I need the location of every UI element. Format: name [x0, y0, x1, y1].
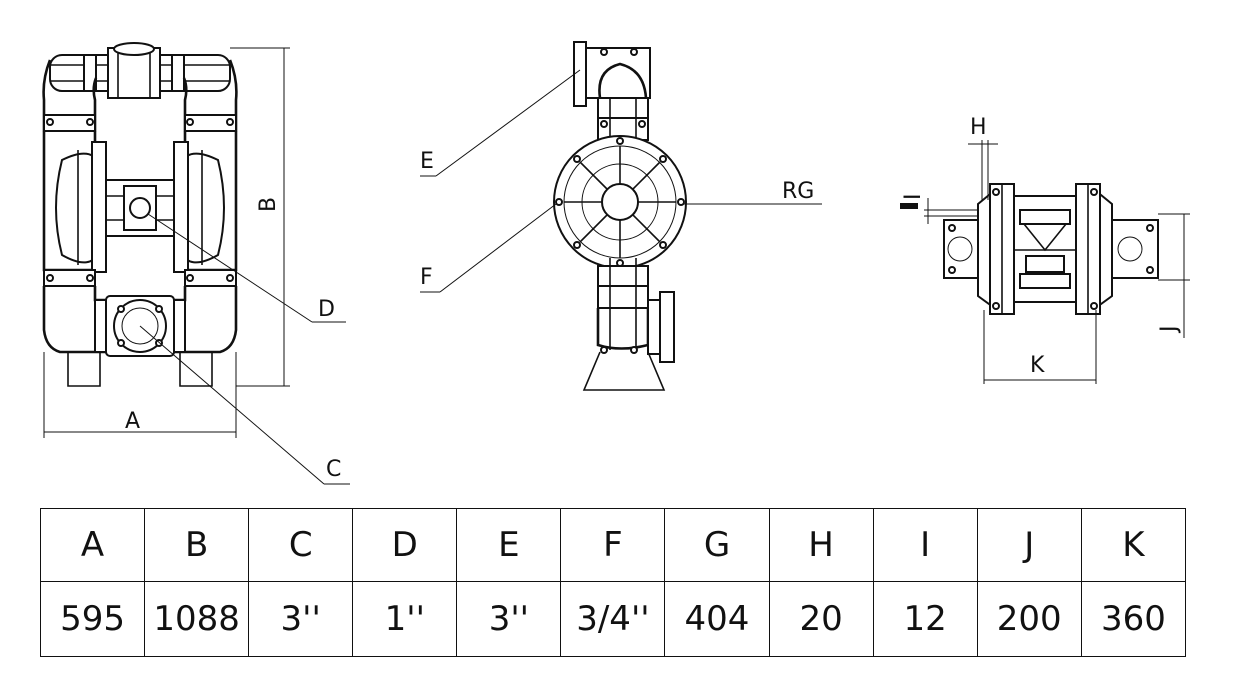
header-a: A: [39, 508, 146, 582]
value-j: 200: [976, 581, 1082, 657]
callout-rg: RG: [782, 179, 814, 204]
value-c: 3'': [248, 581, 354, 657]
dimension-table: A B C D E F G H I J K 595 1088 3'' 1'' 3…: [39, 508, 1187, 657]
front-view: A B D C: [42, 42, 350, 485]
table-value-row: 595 1088 3'' 1'' 3'' 3/4'' 404 20 12 200…: [39, 581, 1187, 657]
value-f: 3/4'': [560, 581, 666, 657]
header-i: I: [872, 508, 978, 582]
pump-dimension-drawing: A B D C: [42, 41, 1190, 485]
header-g: G: [664, 508, 770, 582]
header-h: H: [768, 508, 874, 582]
callout-f: F: [420, 265, 433, 290]
callout-a: A: [125, 409, 140, 434]
value-d: 1'': [352, 581, 458, 657]
value-g: 404: [664, 581, 770, 657]
value-e: 3'': [456, 581, 562, 657]
callout-h: H: [970, 115, 987, 140]
header-f: F: [560, 508, 666, 582]
callout-c: C: [326, 457, 341, 482]
callout-d: D: [318, 297, 335, 322]
header-b: B: [144, 508, 250, 582]
header-k: K: [1080, 508, 1187, 582]
value-i: 12: [872, 581, 978, 657]
header-c: C: [248, 508, 354, 582]
header-d: D: [352, 508, 458, 582]
callout-i: I: [901, 194, 926, 201]
table-header-row: A B C D E F G H I J K: [39, 508, 1187, 582]
value-a: 595: [39, 581, 146, 657]
callout-e: E: [420, 149, 434, 174]
callout-b: B: [256, 197, 281, 212]
header-j: J: [976, 508, 1082, 582]
side-view: E F RG: [420, 41, 822, 391]
value-b: 1088: [144, 581, 250, 657]
value-k: 360: [1080, 581, 1187, 657]
callout-j: J: [1157, 326, 1182, 335]
top-view: H I J K: [900, 115, 1190, 384]
header-e: E: [456, 508, 562, 582]
value-h: 20: [768, 581, 874, 657]
callout-k: K: [1030, 353, 1045, 378]
